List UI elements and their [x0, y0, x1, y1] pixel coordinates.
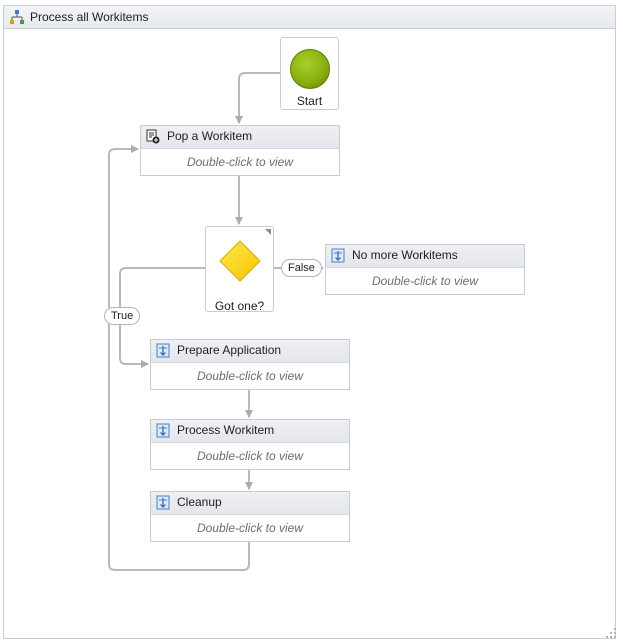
activity-prepare-application[interactable]: Prepare Application Double-click to view [150, 339, 350, 390]
activity-header: Prepare Application [151, 340, 349, 363]
start-node[interactable]: Start [280, 37, 339, 110]
workflow-title: Process all Workitems [30, 10, 149, 24]
sequence-icon [331, 248, 345, 263]
activity-title: Process Workitem [177, 423, 275, 437]
activity-header: Pop a Workitem [141, 126, 339, 149]
corner-marker-icon [265, 229, 271, 235]
activity-pop-a-workitem[interactable]: Pop a Workitem Double-click to view [140, 125, 340, 176]
activity-cleanup[interactable]: Cleanup Double-click to view [150, 491, 350, 542]
start-circle-icon [290, 49, 330, 89]
start-label: Start [296, 94, 323, 108]
sequence-icon [156, 423, 170, 438]
sequence-icon [156, 495, 170, 510]
workflow-title-bar: Process all Workitems [4, 6, 615, 29]
activity-header: No more Workitems [326, 245, 524, 268]
activity-title: Pop a Workitem [167, 129, 253, 143]
decision-label: Got one? [214, 299, 265, 313]
activity-hint: Double-click to view [371, 274, 479, 288]
flowchart-icon [10, 10, 24, 24]
activity-hint: Double-click to view [196, 521, 304, 535]
sequence-icon [156, 343, 170, 358]
resize-grip-icon[interactable] [606, 628, 616, 638]
decision-diamond-icon [219, 240, 261, 282]
activity-header: Process Workitem [151, 420, 349, 443]
queue-pop-icon [146, 129, 160, 144]
activity-hint: Double-click to view [196, 369, 304, 383]
true-branch-label[interactable]: True [104, 307, 141, 325]
activity-header: Cleanup [151, 492, 349, 515]
false-branch-label[interactable]: False [281, 259, 322, 277]
decision-node[interactable]: Got one? [205, 226, 274, 313]
activity-title: No more Workitems [352, 248, 458, 262]
activity-no-more-workitems[interactable]: No more Workitems Double-click to view [325, 244, 525, 295]
activity-hint: Double-click to view [186, 155, 294, 169]
activity-hint: Double-click to view [196, 449, 304, 463]
activity-title: Cleanup [177, 495, 222, 509]
activity-title: Prepare Application [177, 343, 282, 357]
activity-process-workitem[interactable]: Process Workitem Double-click to view [150, 419, 350, 470]
